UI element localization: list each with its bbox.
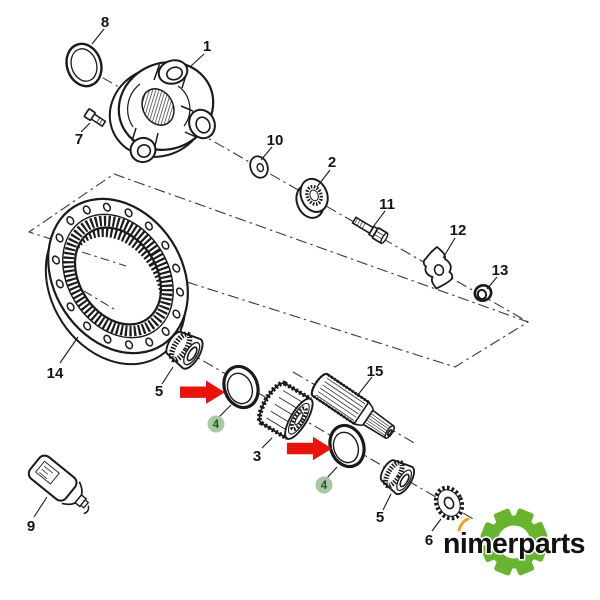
part-label-10: 10	[267, 132, 284, 149]
part-9-sealant-tube	[27, 454, 90, 515]
gear-icon	[480, 508, 548, 576]
part-label-12: 12	[450, 222, 467, 239]
callout-4-front: 4	[207, 415, 225, 433]
callout-4-rear: 4	[315, 476, 333, 494]
callout-number: 4	[213, 419, 220, 431]
part-12-retainer	[422, 245, 454, 290]
part-1-hub	[108, 59, 216, 164]
part-13-nut	[473, 283, 493, 303]
brand-logo: nimerparts	[442, 508, 587, 576]
part-5-bearing-rear	[379, 459, 416, 496]
part-label-6: 6	[425, 532, 433, 549]
part-label-11: 11	[379, 196, 395, 213]
part-label-14: 14	[47, 365, 64, 382]
highlight-arrow-front	[180, 380, 225, 404]
part-label-9: 9	[27, 518, 35, 535]
part-7-bolt	[83, 108, 107, 128]
part-14-ring-gear	[44, 197, 189, 366]
brand-wordmark: nimerparts	[443, 528, 585, 560]
part-label-2: 2	[328, 154, 336, 171]
part-label-13: 13	[492, 262, 509, 279]
part-15-shaft	[310, 372, 395, 439]
part-5-bearing-front	[165, 330, 204, 370]
part-label-15: 15	[367, 363, 384, 380]
ring-gear-bolt-holes	[51, 202, 185, 350]
part-label-3: 3	[253, 448, 261, 465]
part-3-gear	[256, 380, 314, 441]
part-label-5-front: 5	[155, 383, 163, 400]
part-11-bolt	[351, 216, 389, 245]
part-8-oring	[65, 42, 103, 88]
brand-accent-mark	[457, 517, 470, 532]
part-4-seal-rear	[328, 423, 366, 469]
part-label-1: 1	[203, 38, 211, 55]
part-labels: 8 1 7 10 2 11 12 13 14 5 3 15 5 6 9	[27, 14, 509, 549]
part-label-5-rear: 5	[376, 509, 384, 526]
part-2-splined-washer	[295, 177, 329, 219]
callout-number: 4	[321, 480, 328, 492]
highlight-arrow-rear	[287, 436, 332, 461]
part-label-7: 7	[75, 131, 83, 148]
leader-lines	[33, 28, 498, 532]
callout-circle	[207, 415, 225, 433]
part-label-8: 8	[101, 14, 109, 31]
callout-circle	[315, 476, 333, 494]
assembly-boundary-parallelogram	[27, 173, 530, 368]
part-10-washer	[249, 155, 269, 179]
part-6-thrust-washer	[433, 485, 465, 521]
part-4-seal-front	[222, 364, 260, 410]
